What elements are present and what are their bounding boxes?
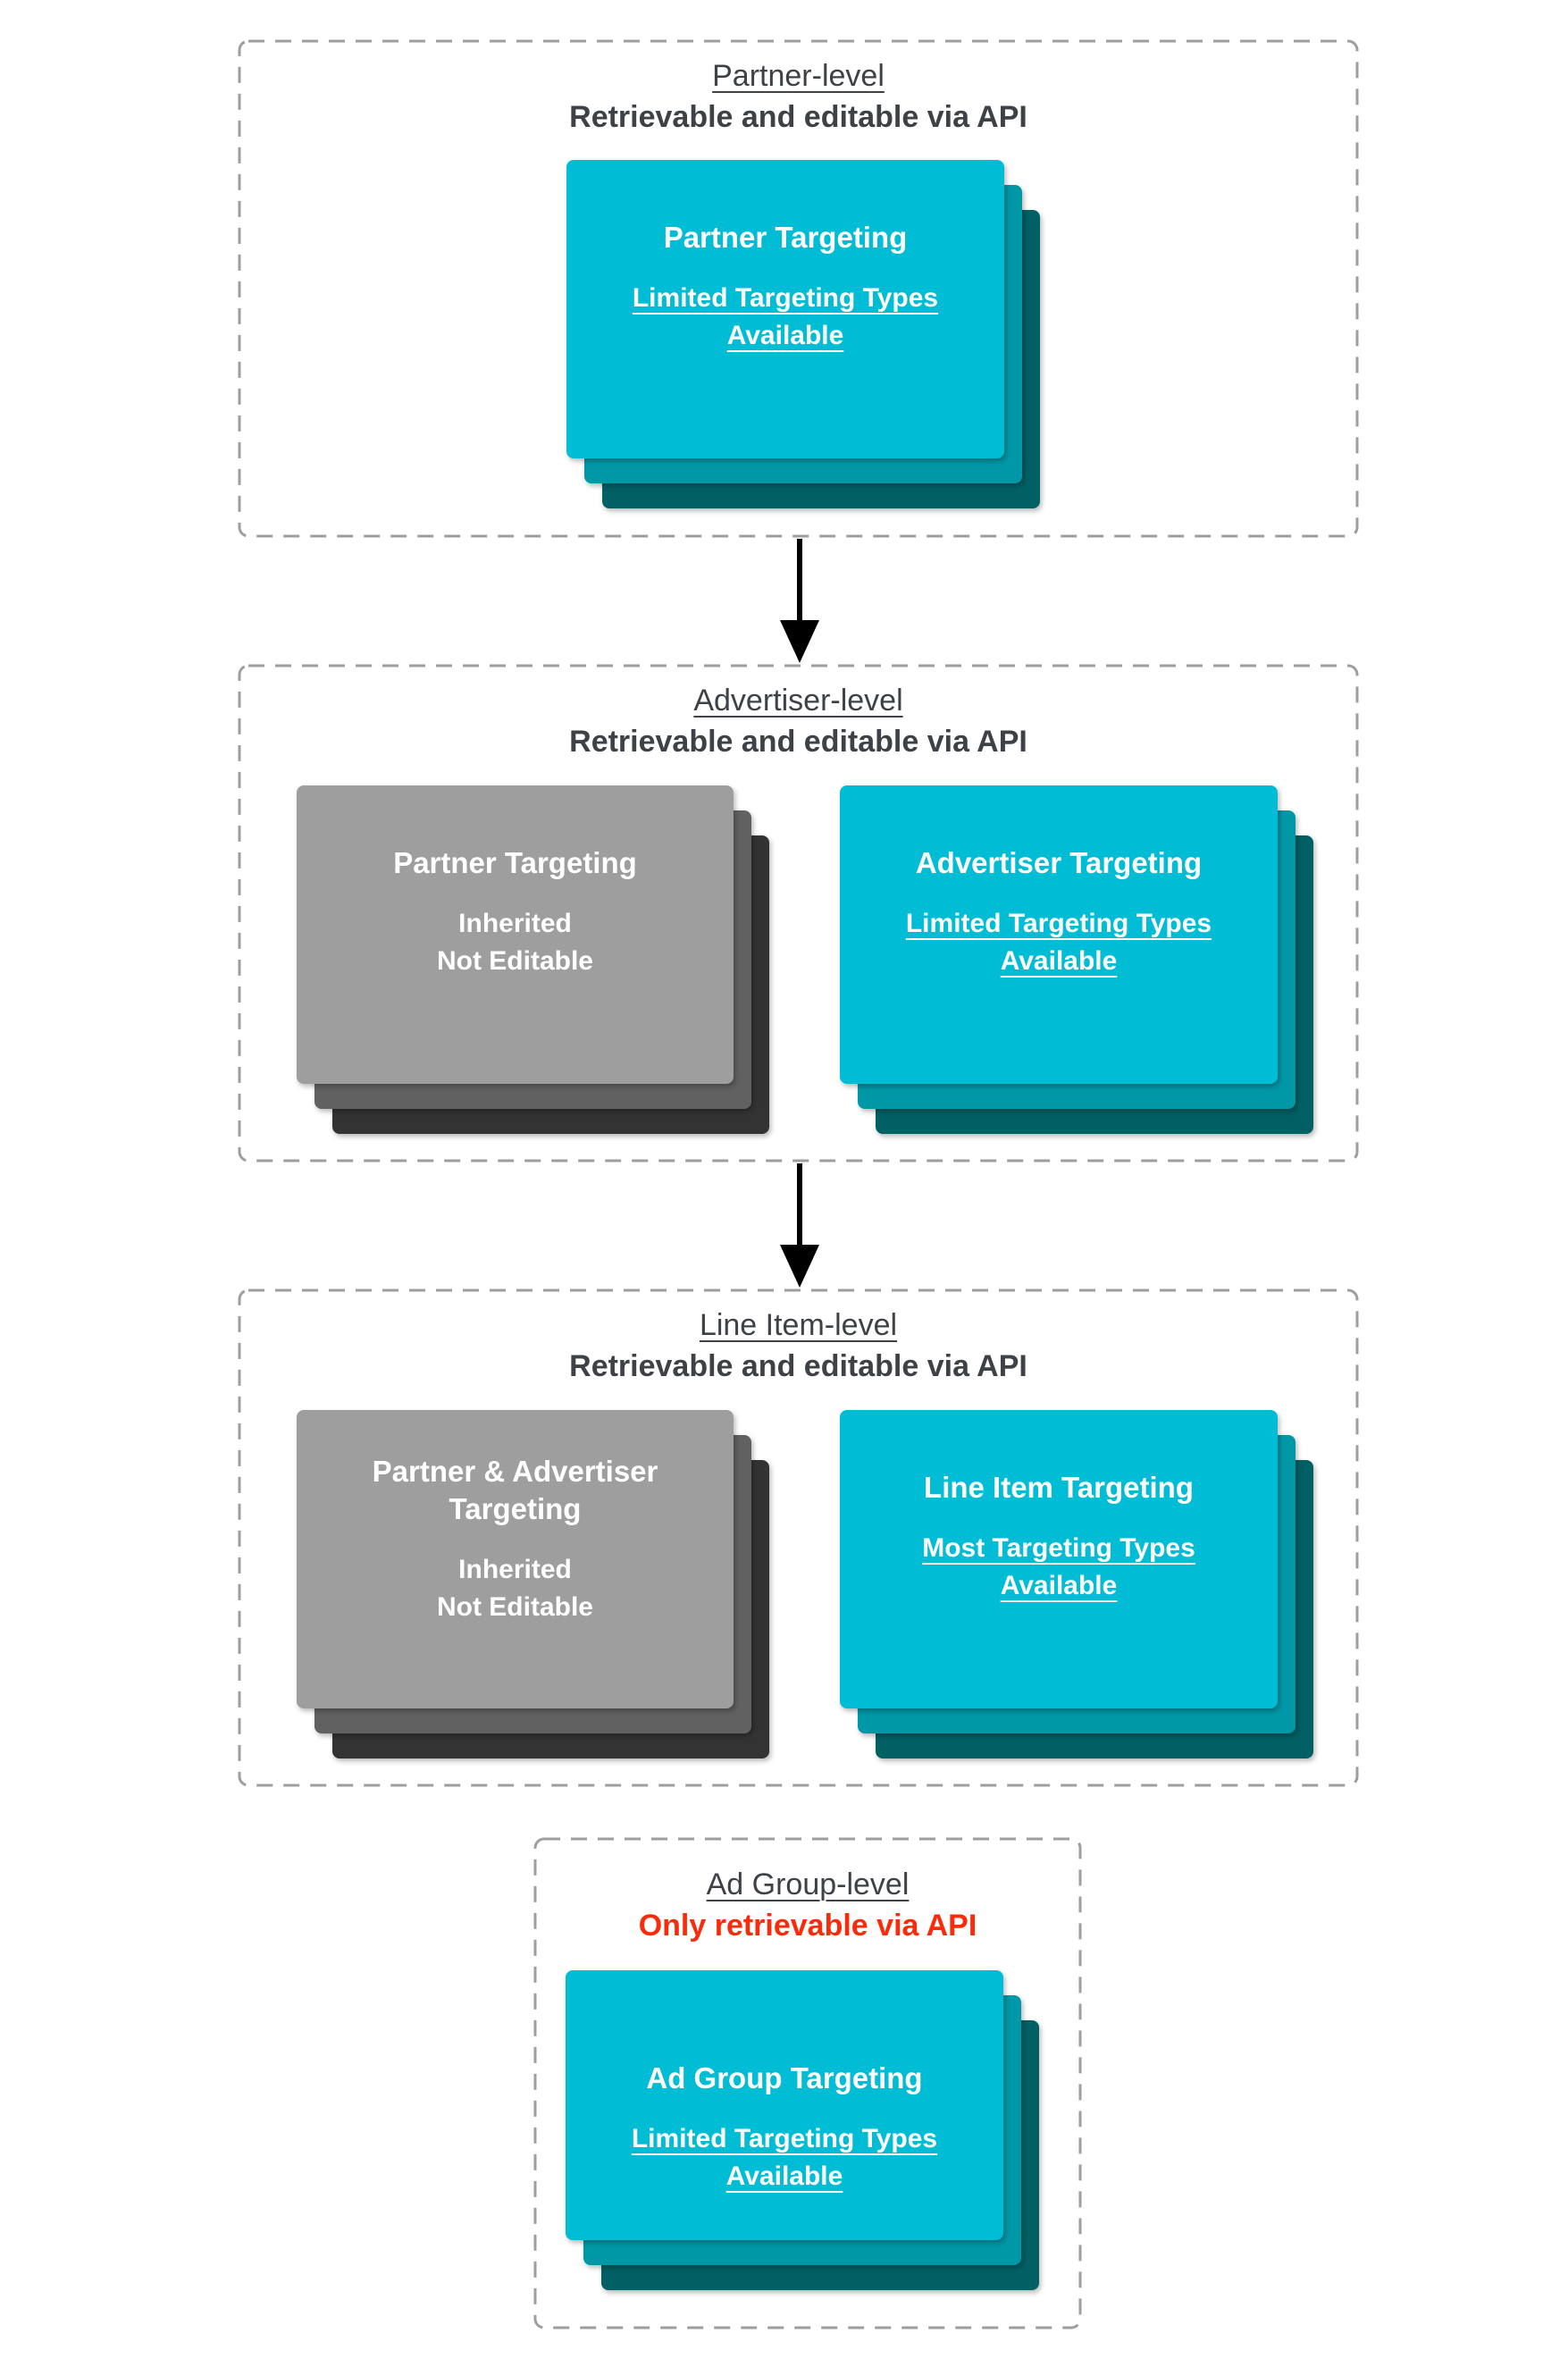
card-body-line: Limited Targeting Types [905, 909, 1212, 938]
section-ad-group-level: Ad Group-level Only retrievable via API … [532, 1836, 1083, 2330]
card-body-line: Limited Targeting Types [631, 2124, 938, 2153]
card-title: Line Item Targeting [840, 1469, 1278, 1507]
ad-group-targeting-card-stack: Ad Group Targeting Limited Targeting Typ… [566, 1970, 1039, 2290]
card-body-line: Available [726, 321, 844, 350]
card-partner-advertiser-targeting-inherited: Partner & Advertiser Targeting Inherited… [297, 1410, 734, 1708]
section-advertiser-level: Advertiser-level Retrievable and editabl… [237, 663, 1360, 1163]
card-line-item-targeting: Line Item Targeting Most Targeting Types… [840, 1410, 1278, 1708]
card-body-line: Limited Targeting Types [632, 283, 939, 313]
down-arrow-icon [780, 1163, 819, 1288]
section-line-item-level: Line Item-level Retrievable and editable… [237, 1288, 1360, 1788]
card-title: Advertiser Targeting [840, 844, 1278, 882]
card-title-line: Partner & Advertiser [372, 1455, 658, 1488]
card-title-line: Targeting [449, 1492, 582, 1525]
card-body: Limited Targeting Types Available [840, 905, 1278, 980]
line-item-targeting-card-stack: Line Item Targeting Most Targeting Types… [840, 1410, 1313, 1758]
card-title-line: Partner Targeting [393, 846, 637, 879]
card-title-line: Ad Group Targeting [646, 2061, 923, 2094]
inherited-partner-advertiser-targeting-card-stack: Partner & Advertiser Targeting Inherited… [297, 1410, 769, 1758]
card-body: Limited Targeting Types Available [566, 280, 1004, 355]
section-title: Partner-level [712, 59, 885, 93]
card-ad-group-targeting: Ad Group Targeting Limited Targeting Typ… [566, 1970, 1003, 2240]
partner-targeting-card-stack: Partner Targeting Limited Targeting Type… [566, 160, 1040, 508]
section-subtitle: Only retrievable via API [638, 1908, 977, 1943]
card-title: Partner Targeting [297, 844, 734, 882]
section-subtitle: Retrievable and editable via API [569, 99, 1027, 134]
card-title: Ad Group Targeting [566, 2060, 1003, 2097]
card-advertiser-targeting: Advertiser Targeting Limited Targeting T… [840, 785, 1278, 1084]
section-title: Advertiser-level [693, 684, 903, 718]
inherited-partner-targeting-card-stack: Partner Targeting Inherited Not Editable [297, 785, 769, 1134]
card-body-line: Available [725, 2161, 843, 2191]
card-title: Partner Targeting [566, 219, 1004, 256]
card-title-line: Advertiser Targeting [915, 846, 1203, 879]
down-arrow-icon [780, 539, 819, 663]
card-body-line: Inherited [458, 1555, 572, 1584]
card-body-line: Available [1000, 946, 1118, 976]
card-body: Most Targeting Types Available [840, 1530, 1278, 1605]
section-title: Ad Group-level [706, 1868, 910, 1901]
card-body: Inherited Not Editable [297, 905, 734, 980]
advertiser-targeting-card-stack: Advertiser Targeting Limited Targeting T… [840, 785, 1313, 1134]
section-partner-level: Partner-level Retrievable and editable v… [237, 38, 1360, 539]
card-body-line: Available [1000, 1571, 1118, 1600]
card-body-line: Inherited [458, 909, 572, 938]
card-body-line: Not Editable [436, 946, 593, 976]
card-body: Inherited Not Editable [297, 1551, 734, 1626]
section-title: Line Item-level [699, 1308, 898, 1342]
card-partner-targeting-inherited: Partner Targeting Inherited Not Editable [297, 785, 734, 1084]
card-body-line: Not Editable [436, 1592, 593, 1622]
card-title-line: Line Item Targeting [924, 1471, 1194, 1504]
card-body: Limited Targeting Types Available [566, 2120, 1003, 2195]
section-subtitle: Retrievable and editable via API [569, 1348, 1027, 1383]
section-subtitle: Retrievable and editable via API [569, 724, 1027, 759]
card-partner-targeting: Partner Targeting Limited Targeting Type… [566, 160, 1004, 458]
card-title: Partner & Advertiser Targeting [297, 1453, 734, 1528]
card-title-line: Partner Targeting [663, 221, 908, 254]
card-body-line: Most Targeting Types [922, 1533, 1195, 1563]
